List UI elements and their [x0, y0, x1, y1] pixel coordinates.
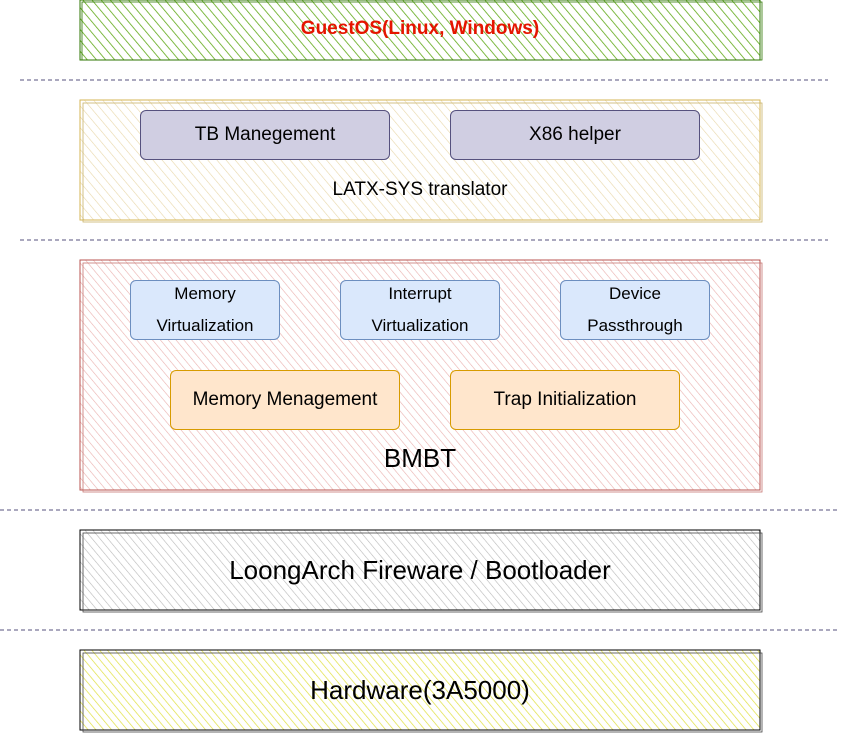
device-passthrough-line2: Passthrough: [587, 316, 683, 335]
device-passthrough-box: Device Passthrough: [560, 280, 710, 340]
tb-management-label: TB Manegement: [194, 124, 336, 145]
firmware-label: LoongArch Fireware / Bootloader: [229, 555, 611, 585]
memory-management-box: Memory Menagement: [170, 370, 400, 430]
memory-virtualization-box: Memory Virtualization: [130, 280, 280, 340]
translator-title: LATX-SYS translator: [332, 179, 508, 200]
memory-virtualization-line1: Memory: [174, 284, 236, 303]
tb-management-box: TB Manegement: [140, 110, 390, 160]
guest-os-layer: [79, 0, 763, 61]
interrupt-virtualization-line1: Interrupt: [388, 284, 452, 303]
hardware-layer: [79, 649, 763, 733]
memory-virtualization-line2: Virtualization: [156, 316, 254, 335]
interrupt-virtualization-box: Interrupt Virtualization: [340, 280, 500, 340]
trap-initialization-label: Trap Initialization: [493, 389, 637, 410]
memory-management-label: Memory Menagement: [192, 389, 378, 410]
device-passthrough-line1: Device: [609, 284, 661, 303]
interrupt-virtualization-line2: Virtualization: [371, 316, 469, 335]
guest-os-label: GuestOS(Linux, Windows): [300, 18, 540, 39]
firmware-layer: [79, 529, 763, 613]
x86-helper-box: X86 helper: [450, 110, 700, 160]
trap-initialization-box: Trap Initialization: [450, 370, 680, 430]
hardware-label: Hardware(3A5000): [310, 675, 530, 705]
x86-helper-label: X86 helper: [529, 124, 621, 145]
bmbt-title: BMBT: [383, 443, 457, 473]
